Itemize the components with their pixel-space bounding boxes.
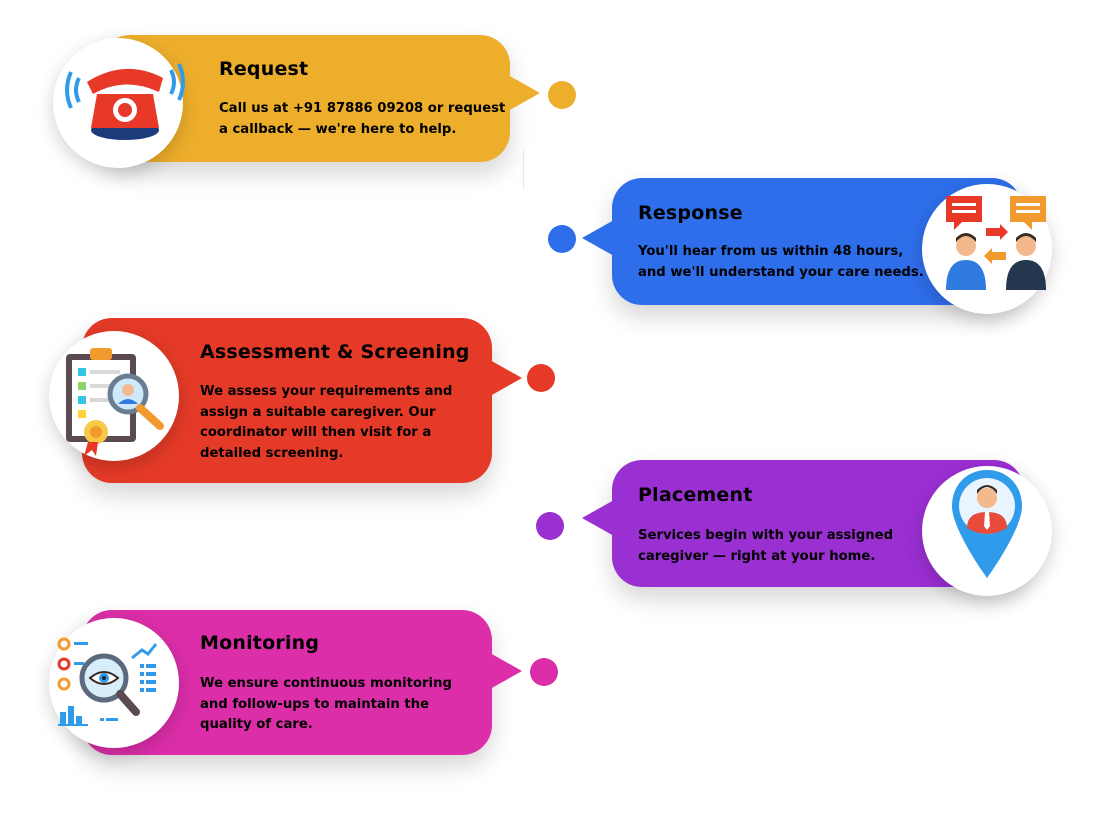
conversation-icon	[946, 196, 1046, 290]
step-assessment-dot	[527, 364, 555, 392]
step-request-desc: Call us at +91 87886 09208 or request a …	[219, 101, 506, 137]
step-assessment-title: Assessment & Screening	[200, 341, 470, 363]
location-person-icon	[952, 470, 1022, 578]
step-placement-dot	[536, 512, 564, 540]
step-assessment-pointer	[490, 360, 522, 396]
step-response-dot	[548, 225, 576, 253]
step-monitoring-desc: We ensure continuous monitoring and foll…	[200, 676, 452, 732]
connector-line	[523, 150, 524, 190]
step-request-pointer	[508, 75, 540, 111]
step-response-title: Response	[638, 202, 743, 224]
clipboard-search-icon	[66, 348, 164, 456]
telephone-icon	[65, 63, 185, 140]
step-monitoring-pointer	[490, 653, 522, 689]
step-request-dot	[548, 81, 576, 109]
step-placement-title: Placement	[638, 484, 753, 506]
step-response-pointer	[582, 220, 614, 256]
analytics-magnifier-icon	[57, 637, 158, 726]
step-response-desc: You'll hear from us within 48 hours, and…	[638, 244, 924, 280]
step-request-title: Request	[219, 58, 309, 80]
step-monitoring-dot	[530, 658, 558, 686]
step-assessment-desc: We assess your requirements and assign a…	[200, 384, 453, 461]
step-placement-pointer	[582, 500, 614, 536]
step-placement-desc: Services begin with your assigned caregi…	[638, 528, 894, 564]
step-monitoring-title: Monitoring	[200, 632, 320, 654]
